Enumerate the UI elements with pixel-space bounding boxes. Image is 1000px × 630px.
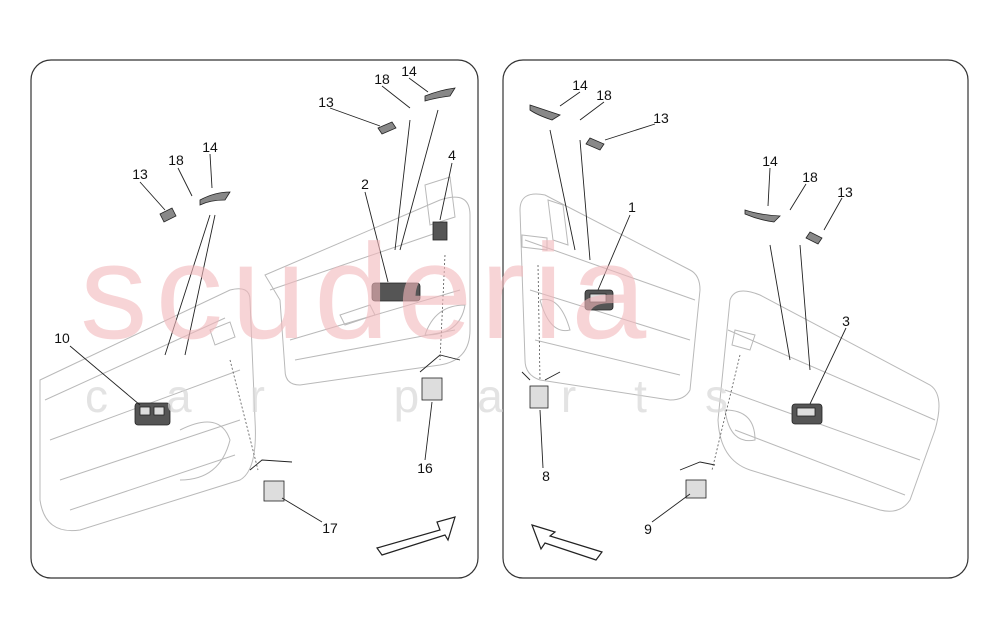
callout-8: 8 xyxy=(542,468,550,484)
window-switch-3 xyxy=(791,403,823,425)
callout-13: 13 xyxy=(318,94,334,110)
callout-14: 14 xyxy=(762,153,778,169)
callout-13: 13 xyxy=(653,110,669,126)
right-rear-door-trim xyxy=(717,290,940,512)
callout-1: 1 xyxy=(628,199,636,215)
right-panel-callouts: 14 18 13 1 14 18 13 3 8 9 xyxy=(542,77,853,537)
window-switch-1 xyxy=(584,289,614,311)
direction-arrow-left-panel xyxy=(376,516,456,556)
callout-14: 14 xyxy=(202,139,218,155)
light-units xyxy=(159,87,823,245)
right-front-door-trim xyxy=(519,193,701,401)
watermark-scuderia: scuderia xyxy=(80,216,654,367)
callout-18: 18 xyxy=(374,71,390,87)
watermark-car-parts: car parts xyxy=(85,370,786,422)
callout-14: 14 xyxy=(572,77,588,93)
callout-13: 13 xyxy=(132,166,148,182)
callout-9: 9 xyxy=(644,521,652,537)
leader-lines xyxy=(69,77,847,523)
window-switch-10 xyxy=(134,402,171,426)
switch-4 xyxy=(432,221,448,241)
callout-18: 18 xyxy=(802,169,818,185)
callout-13: 13 xyxy=(837,184,853,200)
left-front-door-trim xyxy=(264,176,471,386)
callout-14: 14 xyxy=(401,63,417,79)
control-module-17 xyxy=(263,480,285,502)
callout-4: 4 xyxy=(448,147,456,163)
callout-2: 2 xyxy=(361,176,369,192)
direction-arrow-right-panel xyxy=(531,524,603,561)
left-panel xyxy=(30,59,479,579)
right-panel xyxy=(502,59,969,579)
left-panel-callouts: 14 18 13 13 18 14 2 4 10 16 17 xyxy=(54,63,456,536)
control-module-8 xyxy=(529,385,549,409)
callout-17: 17 xyxy=(322,520,338,536)
callout-16: 16 xyxy=(417,460,433,476)
callout-10: 10 xyxy=(54,330,70,346)
callout-18: 18 xyxy=(596,87,612,103)
window-switch-2 xyxy=(371,282,421,302)
control-module-16 xyxy=(421,377,443,401)
callout-18: 18 xyxy=(168,152,184,168)
control-module-9 xyxy=(685,479,707,499)
callout-3: 3 xyxy=(842,313,850,329)
